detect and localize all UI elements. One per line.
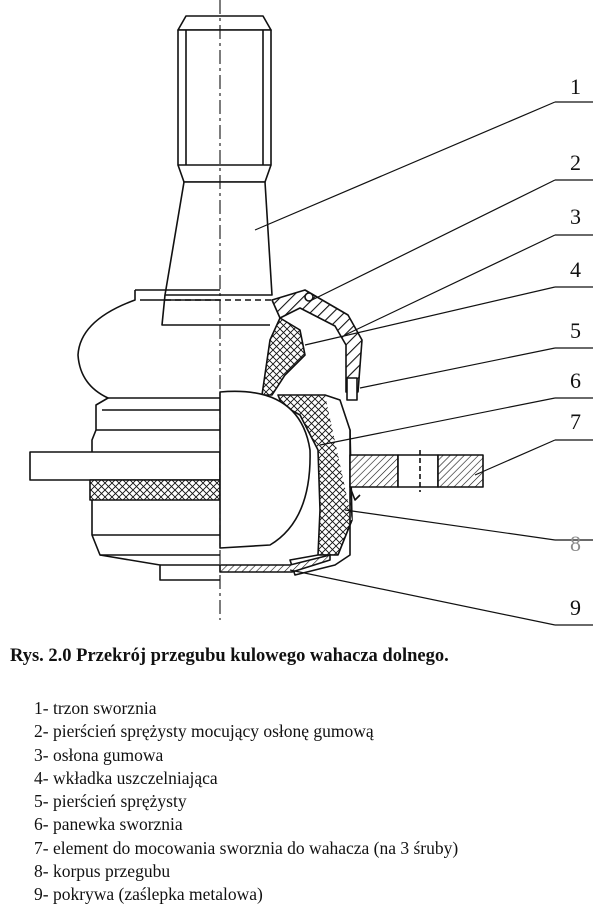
lever-arm-left — [29, 451, 221, 501]
callout-3: 3 — [570, 204, 581, 229]
figure-caption: Rys. 2.0 Przekrój przegubu kulowego waha… — [10, 646, 449, 666]
legend-item: 9- pokrywa (zaślepka metalowa) — [34, 884, 263, 905]
callout-2: 2 — [570, 150, 581, 175]
callout-9: 9 — [570, 595, 581, 620]
mounting-flange — [349, 450, 484, 501]
stud-shaft — [161, 181, 278, 326]
callout-6: 6 — [570, 368, 581, 393]
callout-4: 4 — [570, 257, 581, 282]
callout-5: 5 — [570, 318, 581, 343]
legend-item: 6- panewka sworznia — [34, 814, 183, 835]
leader-lines — [254, 101, 593, 626]
sealing-insert — [261, 317, 306, 396]
callout-1: 1 — [570, 74, 581, 99]
legend-item: 5- pierścień sprężysty — [34, 791, 187, 812]
retaining-ring — [346, 377, 358, 401]
parts-legend: 1- trzon sworznia 2- pierścień sprężysty… — [34, 697, 458, 907]
stud-thread — [177, 15, 272, 183]
legend-item: 8- korpus przegubu — [34, 861, 171, 882]
boot-ring — [304, 292, 314, 302]
callout-7: 7 — [570, 409, 581, 434]
legend-item: 3- osłona gumowa — [34, 744, 164, 765]
cover-plate — [219, 554, 331, 573]
rubber-boot — [271, 289, 363, 393]
legend-item: 2- pierścień sprężysty mocujący osłonę g… — [34, 721, 374, 742]
ball-joint-cross-section: 1 2 3 4 5 6 7 8 9 — [29, 0, 593, 626]
callout-8: 8 — [570, 531, 581, 556]
legend-item: 7- element do mocowania sworznia do waha… — [34, 837, 459, 858]
ball — [219, 390, 311, 549]
housing-exterior — [77, 289, 220, 581]
ball-joint-drawing — [29, 0, 593, 626]
legend-item: 4- wkładka uszczelniająca — [34, 767, 218, 788]
legend-item: 1- trzon sworznia — [34, 698, 157, 718]
